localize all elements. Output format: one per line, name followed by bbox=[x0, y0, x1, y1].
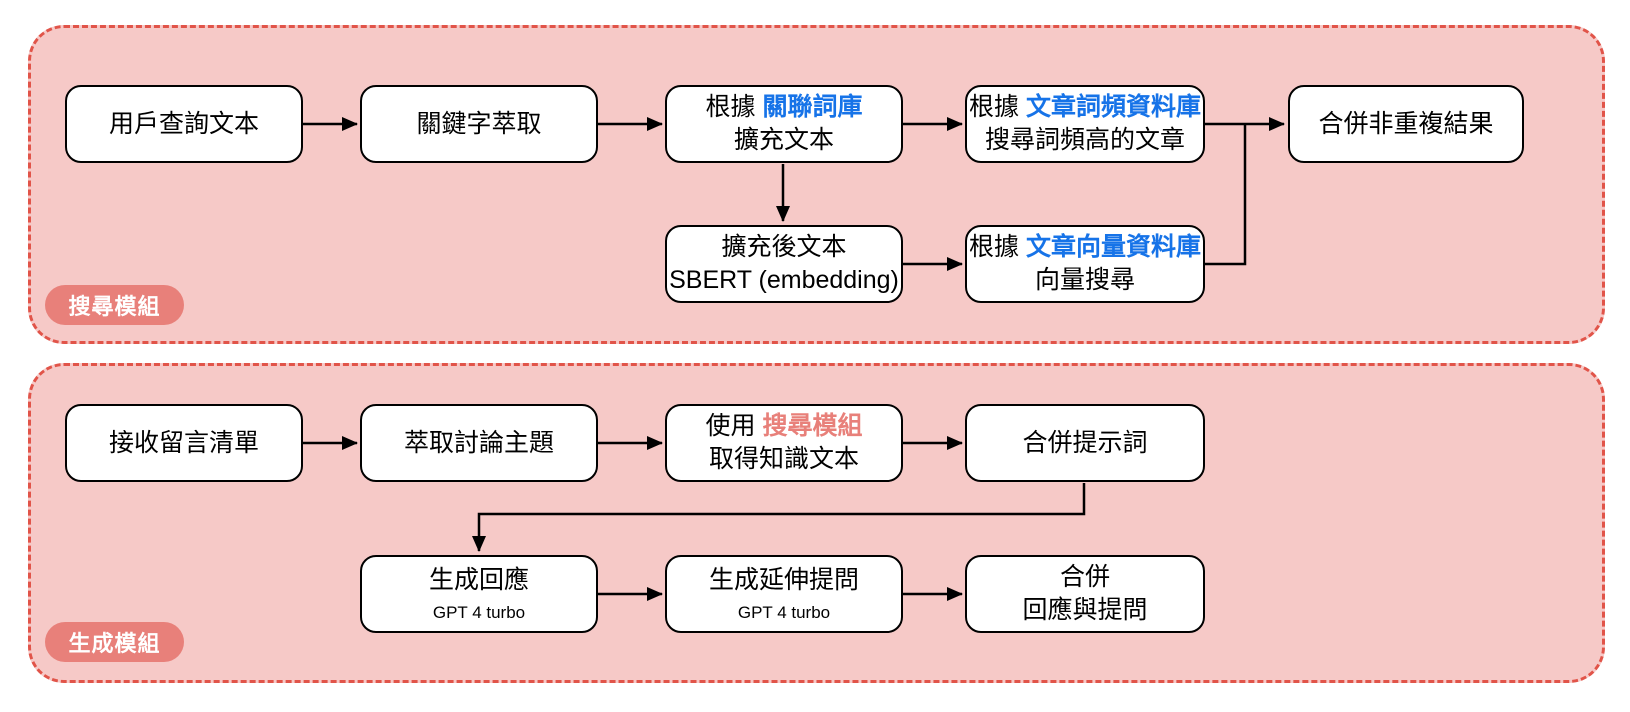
node-vector-search-prefix: 根據 bbox=[968, 233, 1019, 261]
node-expanded-sbert-line1: 擴充後文本 bbox=[721, 233, 847, 261]
generation-module-badge-label: 生成模組 bbox=[68, 631, 161, 656]
node-merge-output: 合併 回應與提問 bbox=[965, 555, 1205, 633]
node-user-query: 用戶查詢文本 bbox=[65, 85, 303, 163]
node-merge-prompts-label: 合併提示詞 bbox=[1022, 428, 1148, 457]
search-module-badge: 搜尋模組 bbox=[45, 285, 184, 325]
node-merge-prompts: 合併提示詞 bbox=[965, 404, 1205, 482]
node-tf-search: 根據 文章詞頻資料庫 搜尋詞頻高的文章 bbox=[965, 85, 1205, 163]
node-vector-search-db-link: 文章向量資料庫 bbox=[1026, 233, 1202, 261]
node-tf-search-line2: 搜尋詞頻高的文章 bbox=[984, 126, 1185, 154]
node-use-search-module-line1: 使用 搜尋模組 bbox=[705, 410, 862, 443]
node-extract-topics-label: 萃取討論主題 bbox=[403, 428, 554, 457]
node-expanded-sbert-line2: SBERT (embedding) bbox=[669, 266, 899, 294]
node-use-search-module-line2: 取得知識文本 bbox=[708, 445, 859, 473]
node-tf-search-line1: 根據 文章詞頻資料庫 bbox=[969, 91, 1201, 124]
generation-module-badge: 生成模組 bbox=[45, 622, 184, 662]
node-merge-output-line2: 回應與提問 bbox=[1022, 596, 1148, 624]
node-generate-response-model: GPT 4 turbo bbox=[432, 603, 526, 622]
node-expand-text-prefix: 根據 bbox=[705, 93, 756, 121]
node-generate-questions: 生成延伸提問 GPT 4 turbo bbox=[665, 555, 903, 633]
node-receive-comments-label: 接收留言清單 bbox=[108, 428, 259, 457]
node-vector-search: 根據 文章向量資料庫 向量搜尋 bbox=[965, 225, 1205, 303]
node-keyword-extraction-label: 關鍵字萃取 bbox=[416, 109, 542, 138]
node-merge-unique: 合併非重複結果 bbox=[1288, 85, 1524, 163]
node-extract-topics: 萃取討論主題 bbox=[360, 404, 598, 482]
node-expand-text: 根據 關聯詞庫 擴充文本 bbox=[665, 85, 903, 163]
node-user-query-label: 用戶查詢文本 bbox=[108, 109, 259, 138]
node-expand-text-line1: 根據 關聯詞庫 bbox=[705, 91, 862, 124]
node-keyword-extraction: 關鍵字萃取 bbox=[360, 85, 598, 163]
node-vector-search-line1: 根據 文章向量資料庫 bbox=[969, 231, 1201, 264]
node-generate-questions-line1: 生成延伸提問 bbox=[708, 566, 859, 594]
node-generate-response: 生成回應 GPT 4 turbo bbox=[360, 555, 598, 633]
search-module-badge-label: 搜尋模組 bbox=[68, 294, 161, 319]
node-receive-comments: 接收留言清單 bbox=[65, 404, 303, 482]
node-merge-output-line1: 合併 bbox=[1059, 563, 1110, 591]
node-expand-text-db-link: 關聯詞庫 bbox=[762, 93, 863, 121]
node-generate-questions-model: GPT 4 turbo bbox=[737, 603, 831, 622]
node-use-search-module: 使用 搜尋模組 取得知識文本 bbox=[665, 404, 903, 482]
node-tf-search-db-link: 文章詞頻資料庫 bbox=[1026, 93, 1202, 121]
node-expanded-sbert: 擴充後文本 SBERT (embedding) bbox=[665, 225, 903, 303]
node-use-search-module-link: 搜尋模組 bbox=[762, 412, 863, 440]
node-vector-search-line2: 向量搜尋 bbox=[1034, 266, 1135, 294]
node-generate-response-line1: 生成回應 bbox=[428, 566, 529, 594]
node-expand-text-line2: 擴充文本 bbox=[733, 126, 834, 154]
node-use-search-module-prefix: 使用 bbox=[705, 412, 756, 440]
node-merge-unique-label: 合併非重複結果 bbox=[1318, 109, 1494, 138]
node-tf-search-prefix: 根據 bbox=[968, 93, 1019, 121]
